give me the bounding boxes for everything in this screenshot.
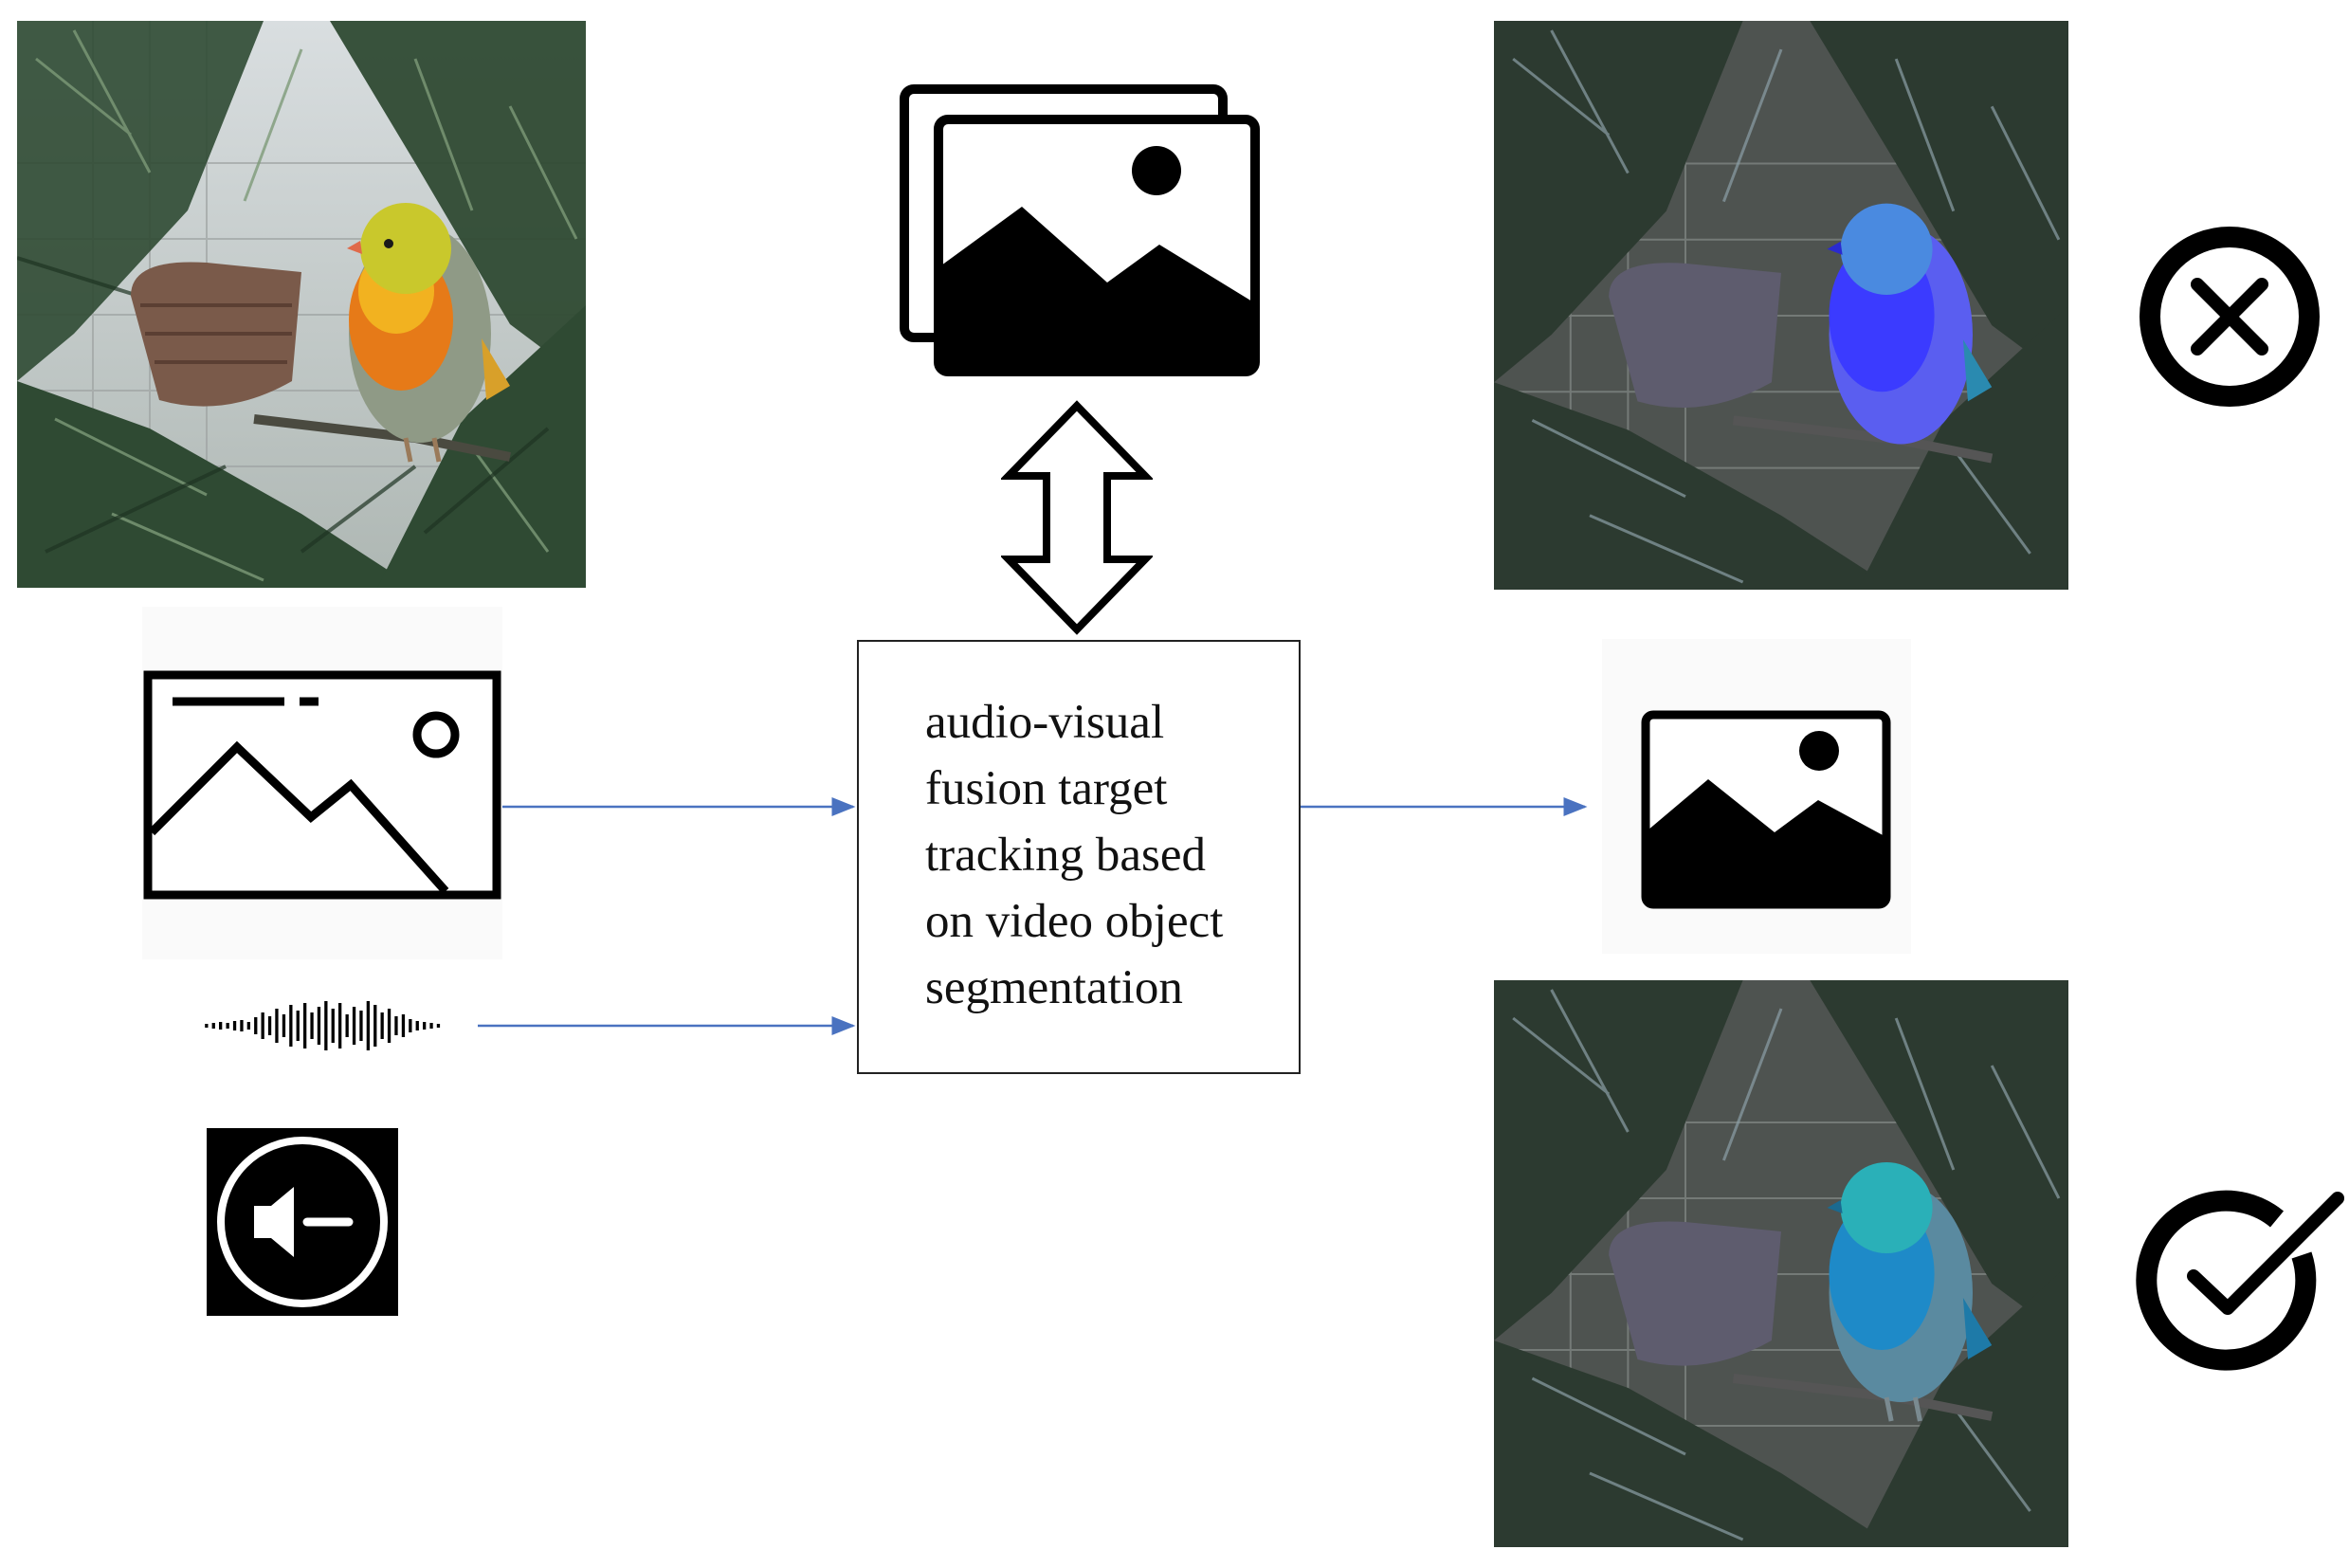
double-arrow-icon [999, 400, 1155, 635]
cross-circle-icon [2135, 222, 2324, 411]
correct-mask-photo [1494, 980, 2068, 1547]
check-circle-icon [2135, 1170, 2349, 1378]
image-stack-icon [899, 83, 1261, 377]
audio-waveform-icon [203, 997, 442, 1054]
speaker-icon [207, 1128, 398, 1316]
wrong-mask-photo [1494, 21, 2068, 590]
input-frame-panel [142, 607, 502, 959]
process-label-line: segmentation [925, 961, 1183, 1014]
process-label-line: tracking based [925, 829, 1206, 882]
process-label-line: fusion target [925, 762, 1168, 815]
process-label: audio-visual fusion target tracking base… [925, 689, 1295, 1021]
process-box: audio-visual fusion target tracking base… [857, 640, 1301, 1074]
wrong-segmentation-result [1494, 21, 2068, 590]
output-frame-panel [1602, 639, 1911, 954]
image-icon [1641, 710, 1891, 909]
input-video-frame [17, 21, 586, 588]
input-bird-photo [17, 21, 586, 588]
correct-segmentation-result [1494, 980, 2068, 1547]
process-label-line: audio-visual [925, 696, 1165, 749]
process-label-line: on video object [925, 895, 1224, 948]
image-frame-icon [143, 670, 501, 900]
